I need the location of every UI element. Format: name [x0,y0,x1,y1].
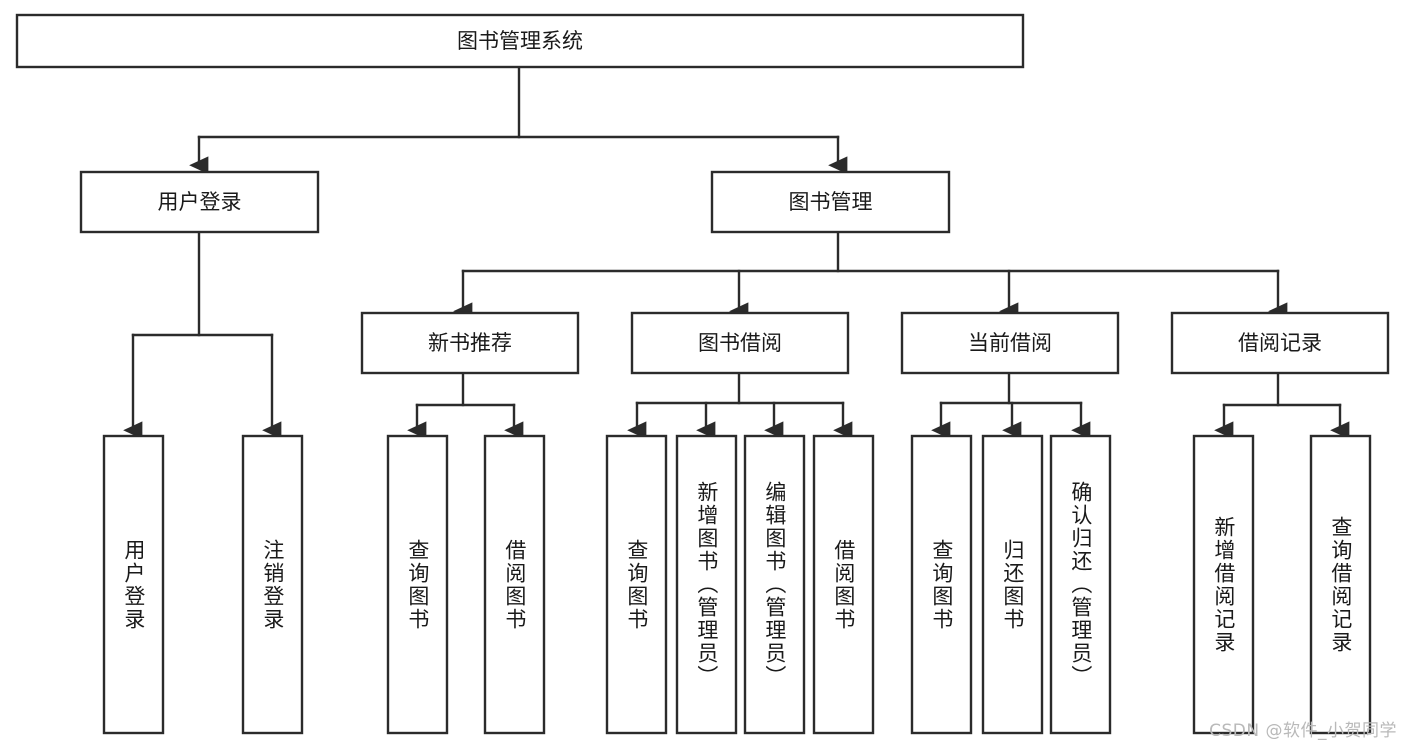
node-leaf-bb-query-book[interactable] [605,434,668,735]
node-leaf-nb-borrow-book[interactable] [483,434,546,735]
node-leaf-user-logout[interactable] [241,434,304,735]
watermark-text: CSDN @软件_小贺同学 [1209,721,1397,741]
node-leaf-bb-add-book[interactable] [675,434,738,735]
connector-group-current-borrow [931,371,1091,440]
node-leaf-nb-query-book[interactable] [386,434,449,735]
connector-group-book-borrow [627,371,853,440]
node-new-book-recommend-label: 新书推荐 [428,331,512,355]
node-book-manage-label: 图书管理 [789,190,873,214]
node-borrow-record-label: 借阅记录 [1238,331,1322,355]
node-root-label: 图书管理系统 [457,29,583,53]
node-leaf-br-query-record[interactable] [1309,434,1372,735]
node-user-login[interactable] [79,170,320,234]
node-leaf-bb-borrow-book[interactable] [812,434,875,735]
node-current-borrow[interactable] [900,311,1120,375]
node-leaf-bb-edit-book[interactable] [743,434,806,735]
node-leaf-cb-query-book[interactable] [910,434,973,735]
node-user-login-label: 用户登录 [158,190,242,214]
connector-group-root [189,65,848,175]
node-book-borrow[interactable] [630,311,850,375]
node-root[interactable] [15,13,1025,69]
connector-group-book-manage [453,230,1288,321]
node-leaf-cb-return-book[interactable] [981,434,1044,735]
node-borrow-record[interactable] [1170,311,1390,375]
node-book-borrow-label: 图书借阅 [698,331,782,355]
node-leaf-cb-confirm-return[interactable] [1049,434,1112,735]
connector-group-borrow-record [1214,371,1350,440]
node-book-manage[interactable] [710,170,951,234]
node-leaf-br-add-record[interactable] [1192,434,1255,735]
connector-group-user-login [123,230,282,440]
node-leaf-user-login[interactable] [102,434,165,735]
node-current-borrow-label: 当前借阅 [968,331,1052,355]
connector-group-new-book [407,371,524,440]
node-new-book-recommend[interactable] [360,311,580,375]
